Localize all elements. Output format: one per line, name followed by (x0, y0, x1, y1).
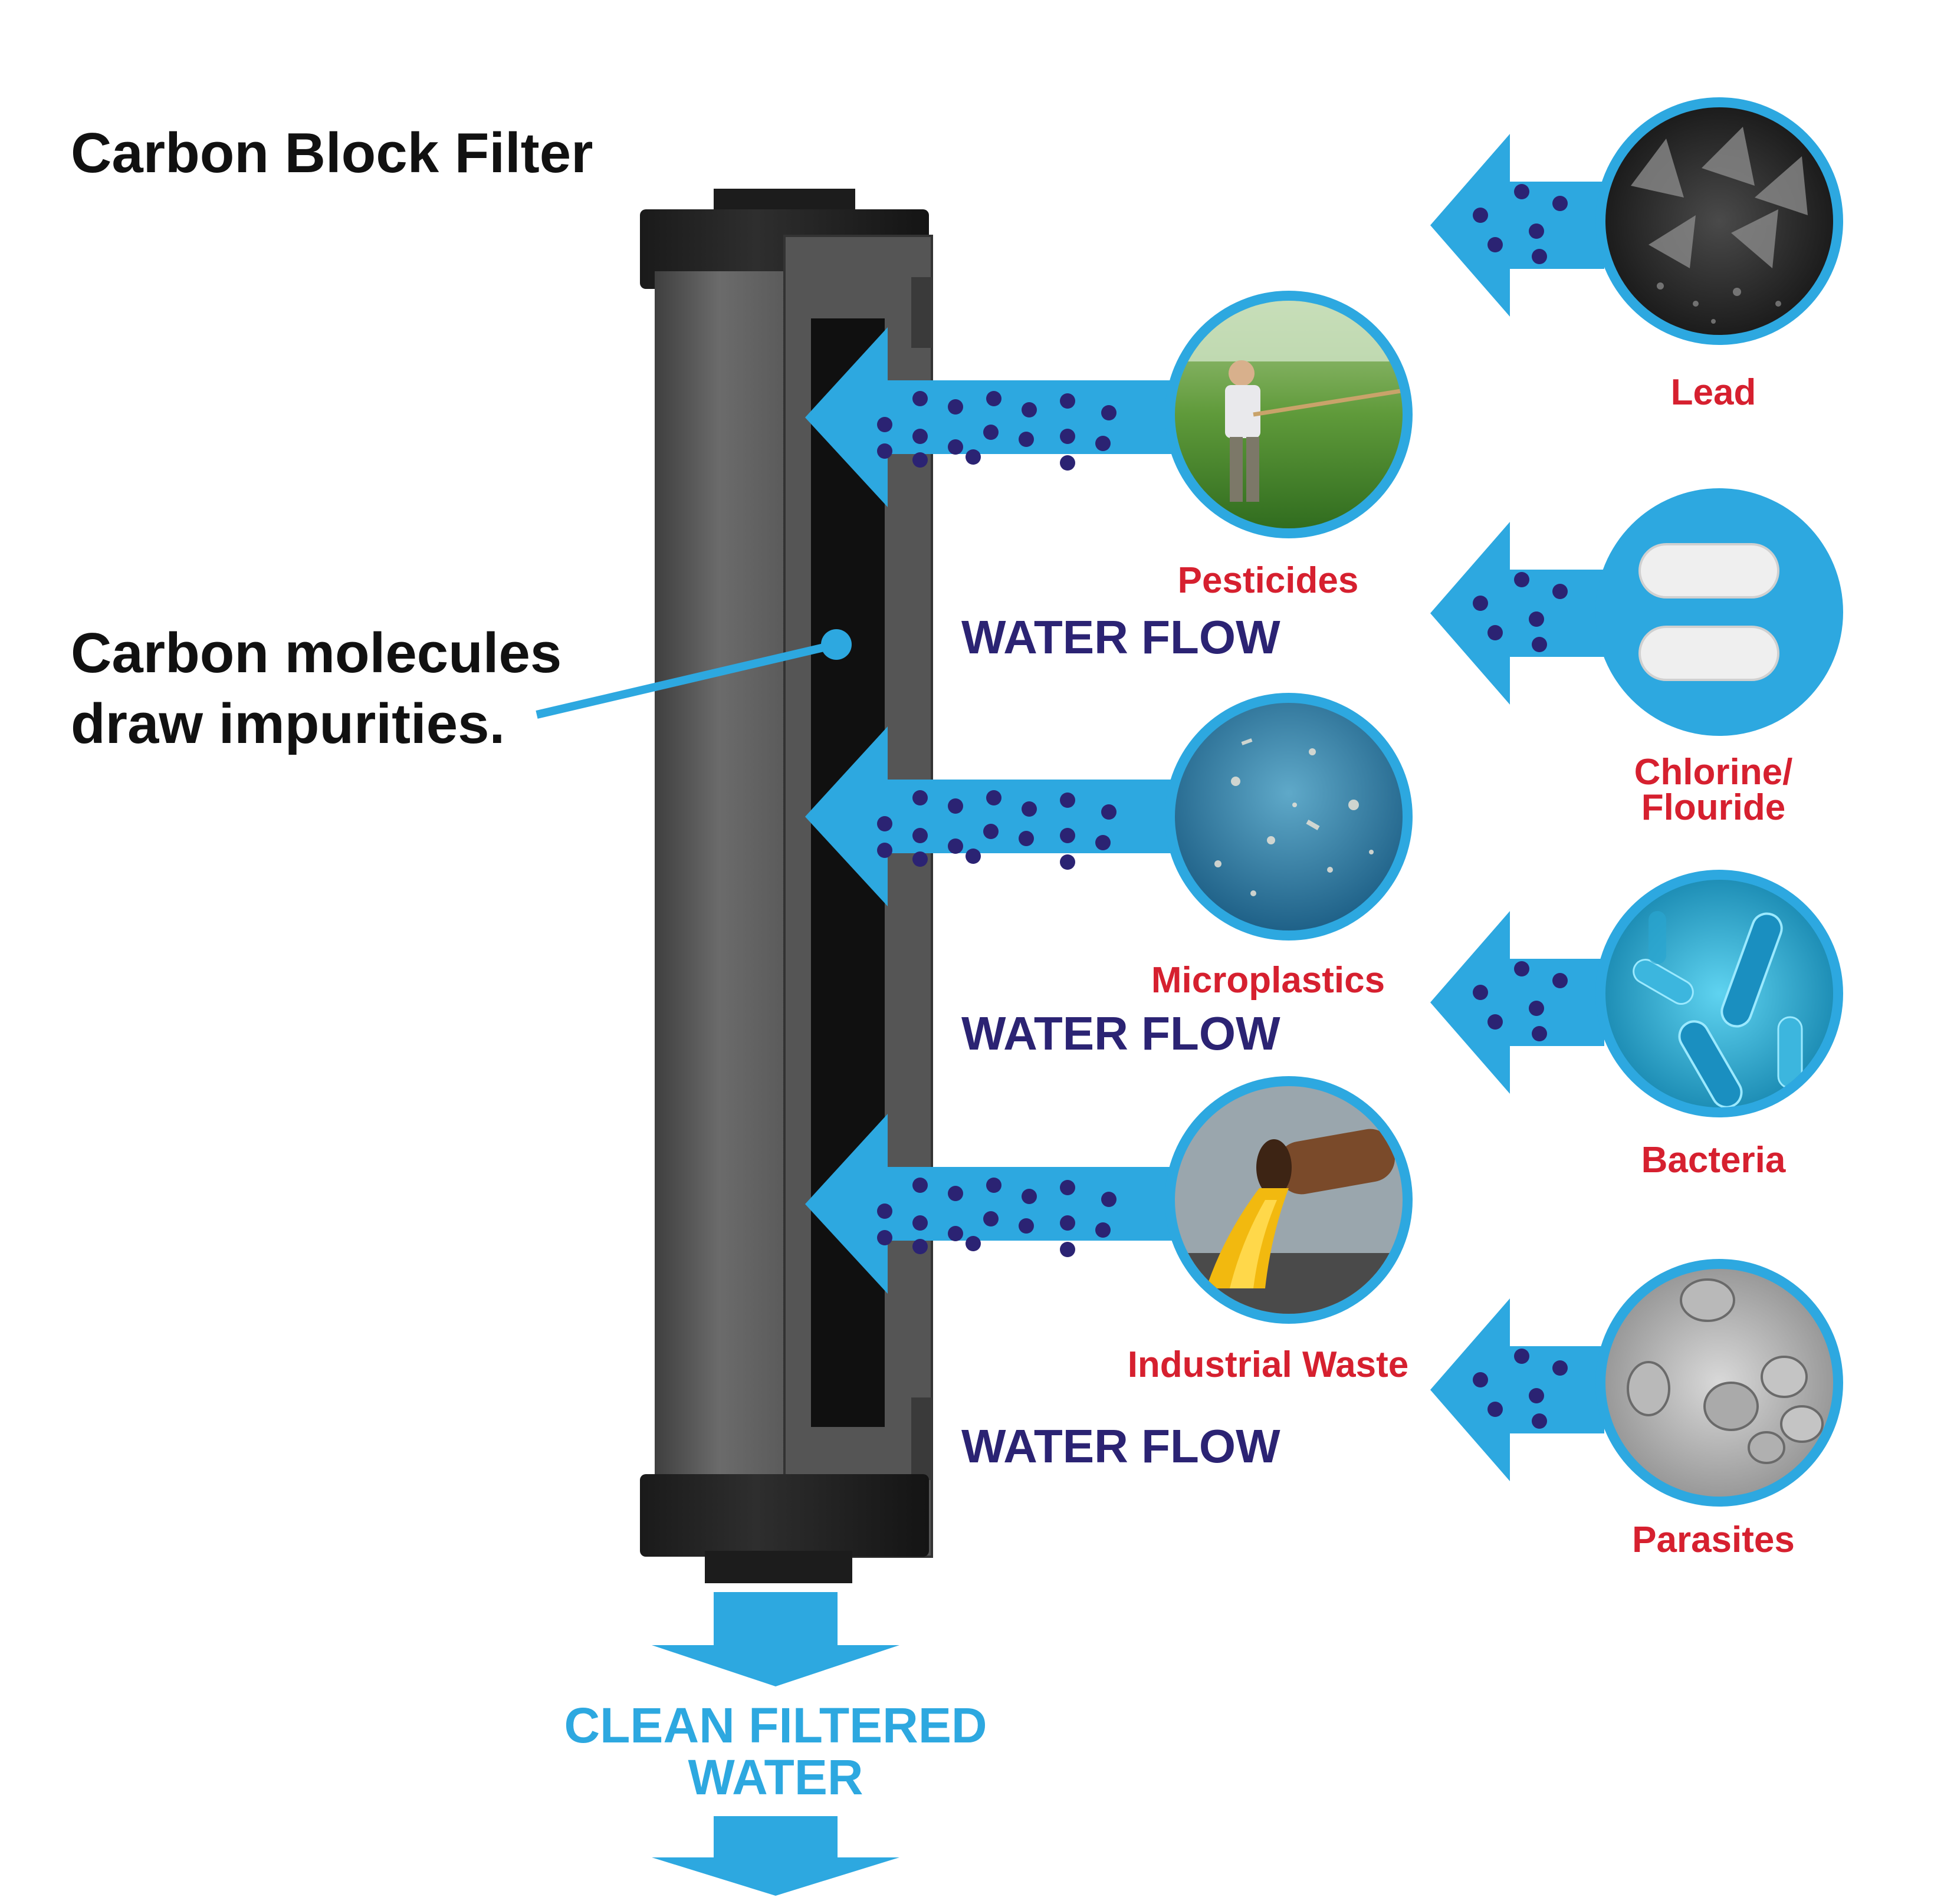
outer-arrow-parasites: Parasites (1430, 1259, 1843, 1560)
parasites-icon (1595, 1259, 1843, 1507)
flow-arrow-shape (805, 327, 1191, 507)
inner-arrow-microplastics: Microplastics (805, 693, 1413, 1001)
flow-arrow-shape (1430, 522, 1604, 705)
waste-pipe-discharge-icon (1165, 1076, 1413, 1324)
contaminant-label: Industrial Waste (1128, 1344, 1409, 1385)
contaminant-label-line-2: Flouride (1641, 787, 1786, 828)
clean-water-line-1: CLEAN FILTERED (564, 1698, 987, 1753)
outer-arrow-bacteria: Bacteria (1430, 870, 1843, 1180)
flow-dots (877, 391, 1117, 471)
flow-arrow-shape (805, 1114, 1191, 1294)
filter-bottom-cap (640, 1474, 929, 1557)
flow-dots (877, 790, 1117, 870)
water-flow-label: WATER FLOW (961, 1420, 1280, 1472)
contaminant-label: Bacteria (1641, 1140, 1786, 1180)
filter-bottom-nozzle (705, 1551, 852, 1583)
down-arrow-bottom (652, 1816, 899, 1896)
flow-dots (1473, 184, 1568, 264)
flow-dots (1473, 1349, 1568, 1429)
flow-arrow-shape (1430, 1298, 1604, 1481)
farmer-spraying-crops-icon (1165, 291, 1413, 538)
outer-arrow-lead: Lead (1430, 97, 1843, 413)
inner-arrow-pesticides: Pesticides (805, 291, 1413, 601)
clean-water-line-2: WATER (688, 1750, 863, 1805)
down-arrow-top (652, 1592, 899, 1686)
contaminant-label: Parasites (1632, 1520, 1795, 1560)
callout-pointer-dot (821, 629, 852, 660)
flow-dots (1473, 572, 1568, 652)
contaminant-label: Microplastics (1151, 960, 1385, 1001)
contaminant-label: Lead (1671, 372, 1756, 413)
flow-dots (877, 1178, 1117, 1257)
callout-pointer-line (536, 640, 838, 719)
microplastics-in-water-icon (1165, 693, 1413, 941)
water-flow-label: WATER FLOW (961, 1007, 1280, 1060)
contaminant-label-line-1: Chlorine/ (1634, 752, 1793, 792)
outer-arrow-chlorine-flouride: Chlorine/ Flouride (1430, 488, 1843, 828)
water-flow-label: WATER FLOW (961, 611, 1280, 663)
lead-ore-icon (1595, 97, 1843, 345)
flow-arrow-shape (805, 726, 1191, 906)
callout-line-1: Carbon molecules (71, 621, 561, 685)
callout-line-2: draw impurities. (71, 692, 505, 755)
bacteria-icon (1595, 870, 1843, 1117)
flow-arrow-shape (1430, 134, 1604, 317)
contaminant-label: Pesticides (1178, 560, 1359, 601)
diagram-title: Carbon Block Filter (71, 121, 593, 185)
clean-water-output: CLEAN FILTERED WATER (564, 1592, 987, 1896)
carbon-callout: Carbon molecules draw impurities. (71, 621, 852, 755)
filter-side-tab-bottom (911, 1397, 932, 1480)
chlorine-tablets-icon (1595, 488, 1843, 736)
flow-dots (1473, 961, 1568, 1041)
flow-arrow-shape (1430, 911, 1604, 1094)
filter-side-tab-top (911, 277, 932, 348)
